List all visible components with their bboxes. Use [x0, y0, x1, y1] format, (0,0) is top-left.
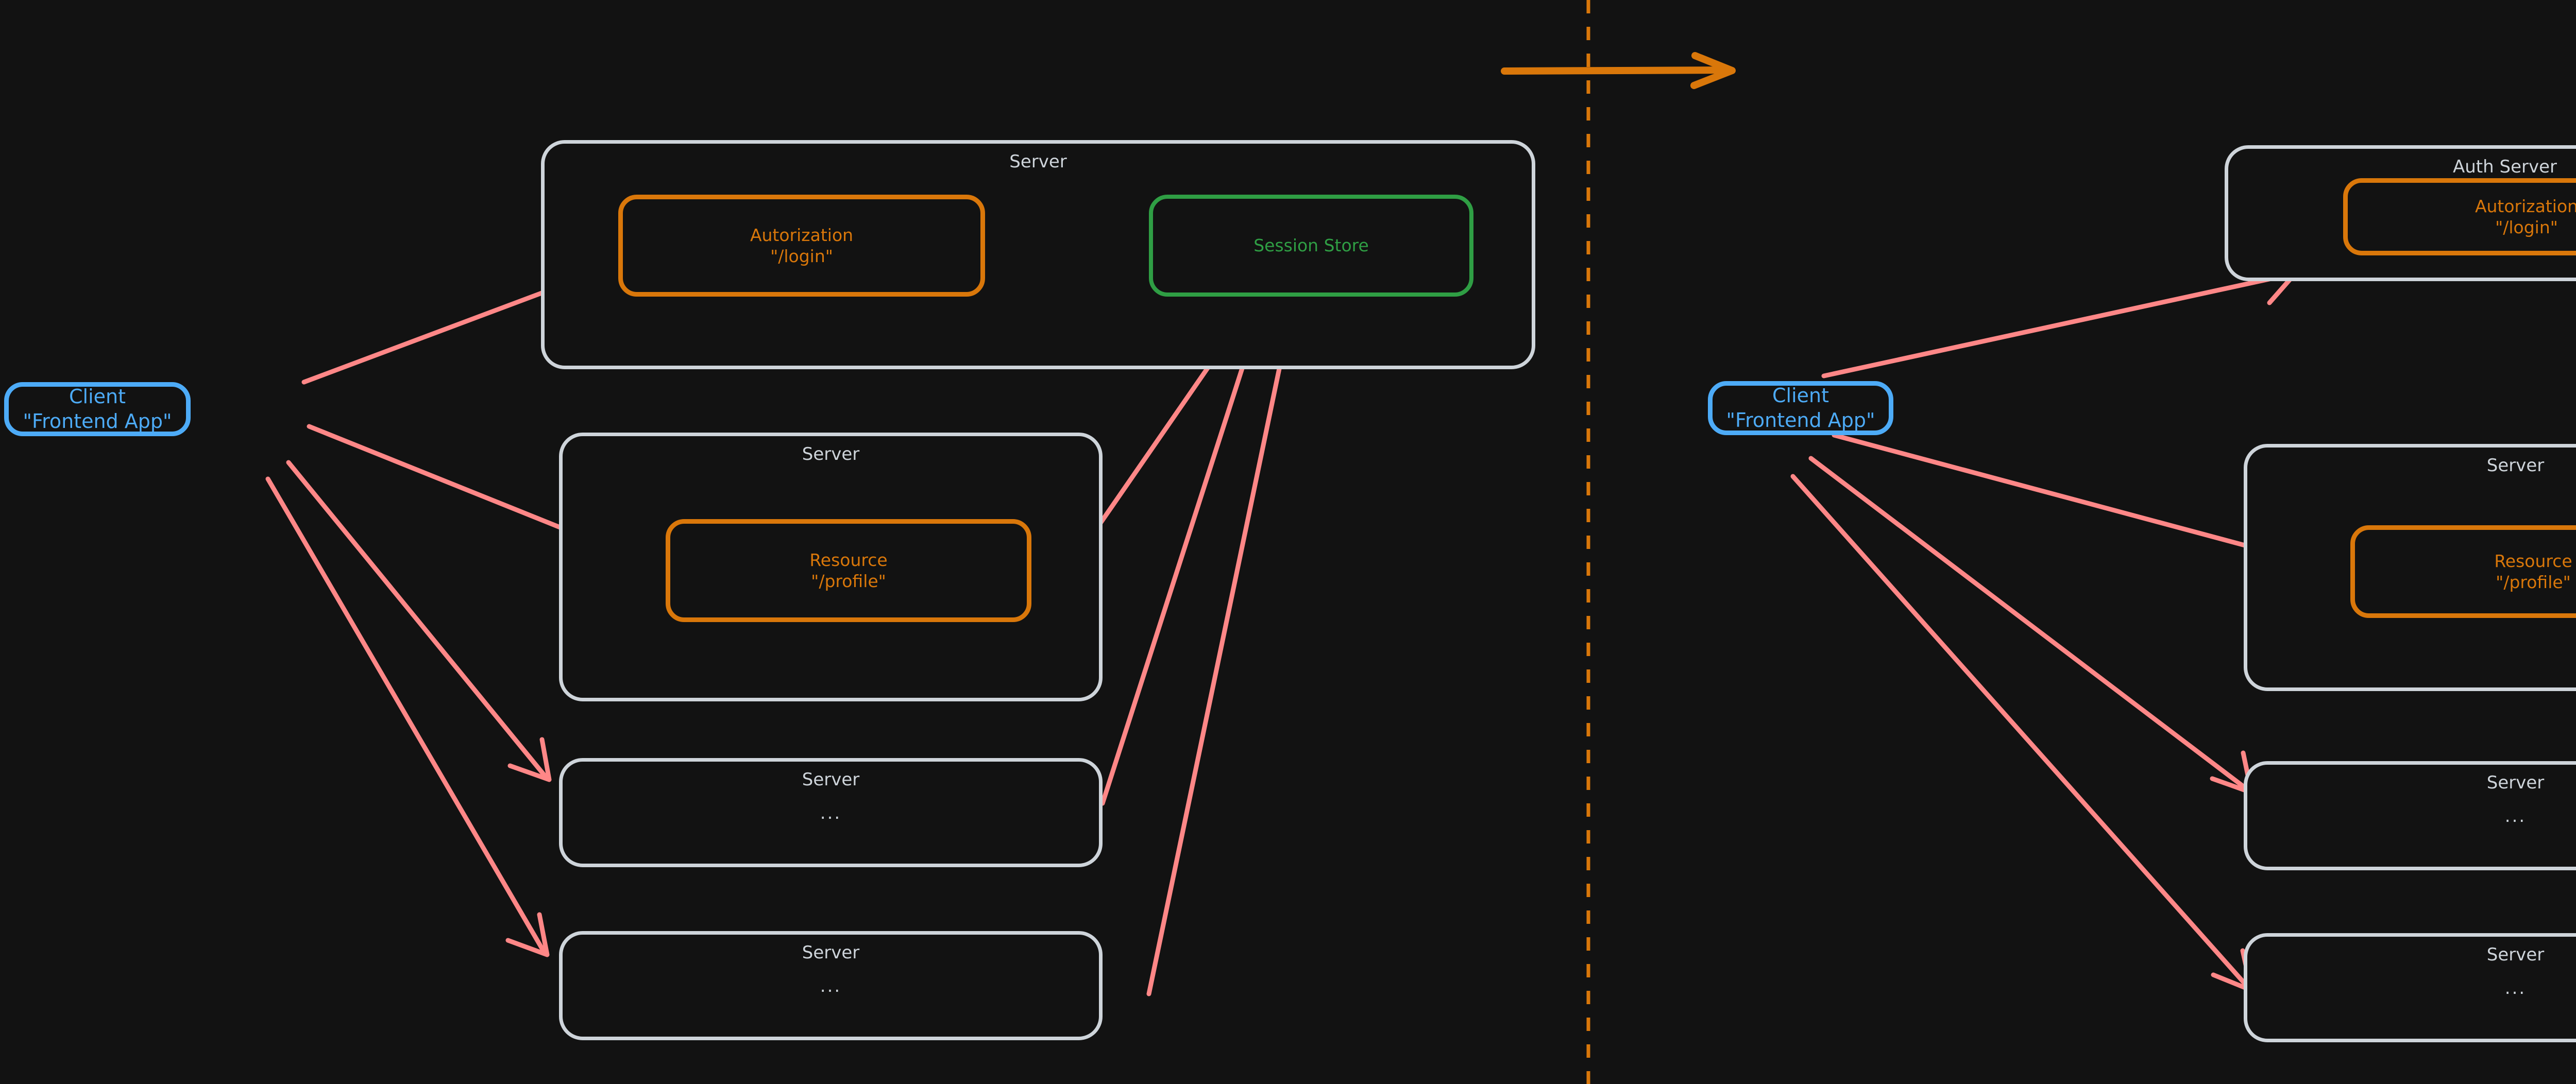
client-label-line1: Client [69, 385, 126, 408]
arrow-client-to-server4-left [265, 476, 550, 957]
resource-box-left[interactable]: Resource "/profile" [666, 519, 1031, 622]
server-group-left-4-title: Server [802, 942, 860, 963]
resource-label-line1: Resource [809, 549, 888, 570]
autorization-label-line2: "/login" [770, 246, 833, 266]
autorization-right-label-line2: "/login" [2495, 217, 2558, 237]
server-group-right-4-title: Server [2486, 944, 2545, 965]
resource-label-line2: "/profile" [811, 571, 886, 591]
server-group-left-3-placeholder: ... [820, 802, 842, 823]
resource-box-right[interactable]: Resource "/profile" [2350, 525, 2576, 618]
server-group-right-3-title: Server [2486, 772, 2545, 793]
client-box-right[interactable]: Client "Frontend App" [1708, 381, 1893, 435]
server-group-left-4[interactable]: Server ... [559, 931, 1103, 1040]
autorization-right-label-line1: Autorization [2475, 196, 2576, 216]
autorization-label-line1: Autorization [750, 225, 854, 245]
autorization-box-left[interactable]: Autorization "/login" [618, 195, 985, 297]
server-group-left-3[interactable]: Server ... [559, 758, 1103, 867]
transition-arrow [1501, 52, 1736, 89]
session-store-box[interactable]: Session Store [1149, 195, 1473, 297]
server-group-right-4[interactable]: Server ... [2244, 933, 2576, 1042]
server-group-right-2-title: Server [2486, 455, 2545, 476]
arrow-client-to-server3-left [286, 460, 552, 782]
client-right-label-line2: "Frontend App" [1726, 408, 1875, 432]
server-group-right-3[interactable]: Server ... [2244, 761, 2576, 870]
resource-right-label-line2: "/profile" [2496, 572, 2571, 592]
client-box-left[interactable]: Client "Frontend App" [4, 382, 191, 436]
resource-right-label-line1: Resource [2494, 550, 2572, 571]
server-group-left-4-placeholder: ... [820, 975, 842, 996]
server-group-left-1-title: Server [1009, 151, 1067, 172]
server-group-right-4-placeholder: ... [2504, 977, 2527, 999]
arrow-server3-to-session-store [1100, 317, 1276, 806]
server-group-left-2-title: Server [802, 444, 860, 464]
client-right-label-line1: Client [1772, 384, 1829, 407]
autorization-box-right[interactable]: Autorization "/login" [2343, 178, 2576, 255]
arrow-client-to-server4-right [1790, 474, 2254, 993]
arrow-client-to-login-right [1821, 263, 2298, 378]
server-group-left-3-title: Server [802, 769, 860, 790]
client-label-line2: "Frontend App" [23, 409, 172, 433]
session-store-label: Session Store [1253, 235, 1369, 256]
auth-server-group-right-title: Auth Server [2453, 157, 2557, 177]
server-group-right-3-placeholder: ... [2504, 805, 2527, 827]
